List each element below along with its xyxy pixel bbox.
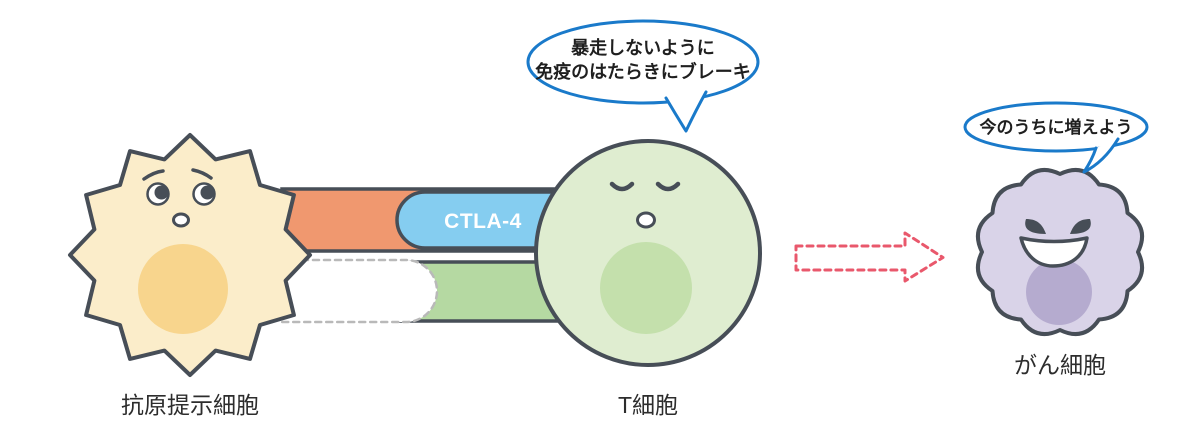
t-cell-right-eye-icon — [655, 181, 681, 192]
speech-bubble-tcell-line2: 免疫のはたらきにブレーキ — [535, 61, 751, 82]
cancer-nucleus — [1026, 259, 1092, 325]
t-cell-left-eye-icon — [609, 181, 635, 192]
cancer-mouth-icon — [1019, 236, 1089, 268]
cancer-cell — [975, 167, 1145, 337]
apc-nucleus — [138, 244, 228, 334]
apc-right-eyebrow-icon — [191, 168, 213, 180]
apc-mouth-icon — [172, 212, 190, 228]
speech-bubble-cancer-text: 今のうちに増えよう — [980, 117, 1133, 137]
t-cell-mouth-icon — [636, 211, 656, 229]
speech-bubble-cancer-balloon — [963, 101, 1149, 153]
speech-bubble-cancer: 今のうちに増えよう — [963, 101, 1149, 174]
t-cell — [534, 139, 762, 367]
cancer-right-eye-icon — [1070, 219, 1091, 234]
cancer-left-eye-icon — [1025, 219, 1046, 234]
speech-bubble-tcell-balloon — [526, 19, 760, 105]
cancer-cell-label: がん細胞 — [1014, 352, 1106, 378]
ctla4-label: CTLA-4 — [444, 210, 522, 233]
t-cell-label: T細胞 — [618, 392, 678, 418]
apc-cell — [68, 133, 312, 377]
speech-bubble-tcell: 暴走しないように 免疫のはたらきにブレーキ — [526, 19, 760, 133]
apc-label: 抗原提示細胞 — [121, 392, 259, 418]
apc-left-eyebrow-icon — [142, 169, 165, 181]
proliferation-arrow-icon — [794, 231, 945, 283]
apc-right-pupil-icon — [200, 185, 215, 200]
blocked-receptor-pill — [278, 258, 439, 324]
t-cell-nucleus — [600, 242, 692, 334]
speech-bubble-cancer-tail — [1082, 137, 1120, 174]
speech-bubble-tcell-tail — [664, 90, 708, 133]
speech-bubble-tcell-line1: 暴走しないように — [571, 38, 715, 58]
apc-left-pupil-icon — [154, 185, 169, 200]
